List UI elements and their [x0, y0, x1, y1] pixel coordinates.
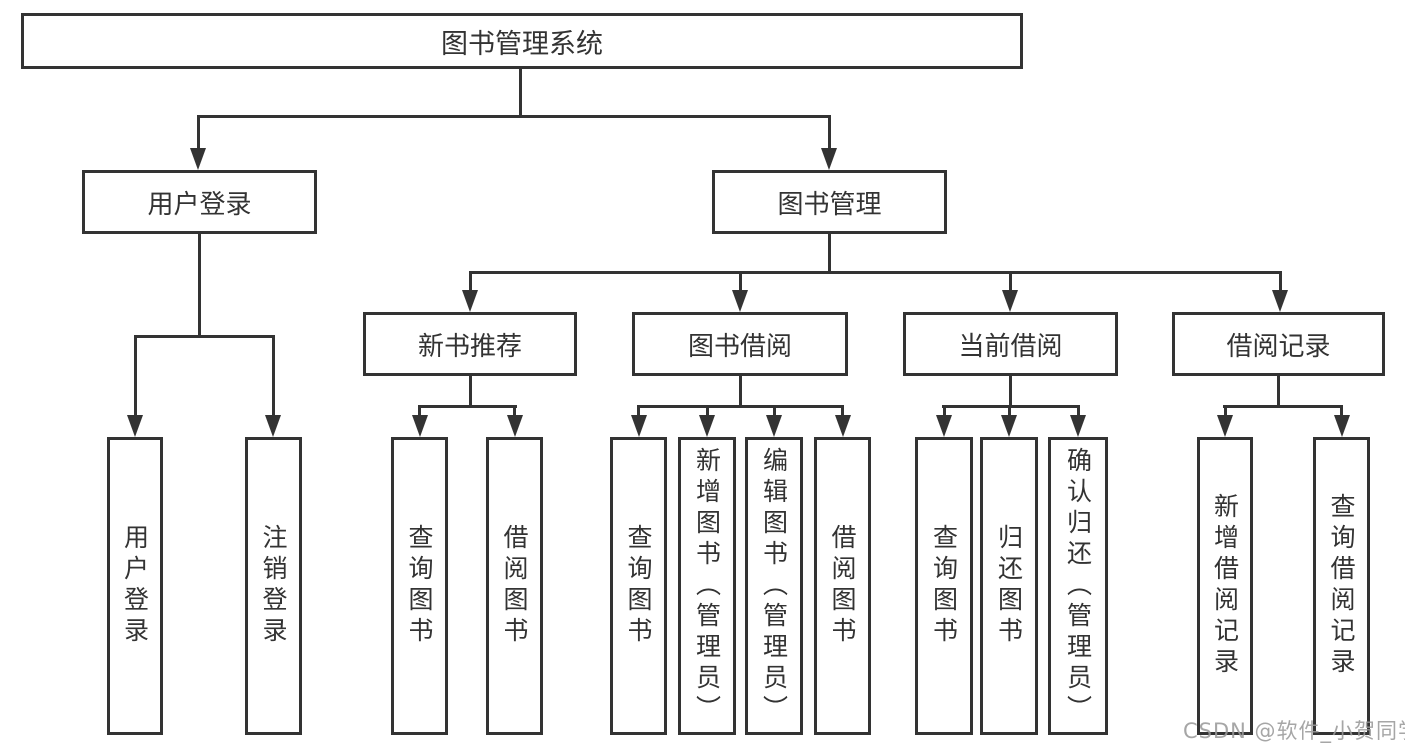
arrowhead-br-query [1334, 415, 1350, 437]
leaf-rec-query-books-label: 查询图书 [405, 524, 434, 648]
connector-current-borrow-down [1009, 376, 1012, 408]
connector-new-book-rail [418, 405, 517, 408]
leaf-rec-query-books: 查询图书 [391, 437, 448, 735]
connector-new-book-down [469, 376, 472, 408]
leaf-bb-borrow-books: 借阅图书 [814, 437, 871, 735]
leaf-br-query-record-label: 查询借阅记录 [1327, 493, 1356, 679]
connector-user-login-rail [134, 335, 275, 338]
leaf-bb-add-books-label: 新增图书（管理员） [692, 446, 722, 726]
leaf-cb-confirm-return-label: 确认归还（管理员） [1063, 446, 1093, 726]
connector-level3-rail [469, 271, 1281, 274]
node-new-book-recommend: 新书推荐 [363, 312, 577, 376]
connector-bb-edit-stem [773, 405, 776, 417]
arrowhead-cb-confirm [1070, 415, 1086, 437]
node-root: 图书管理系统 [21, 13, 1023, 69]
connector-root-stem [519, 69, 522, 117]
leaf-cb-confirm-return: 确认归还（管理员） [1048, 437, 1108, 735]
connector-cb-return-stem [1008, 405, 1011, 417]
connector-book-borrow-stem [739, 271, 742, 292]
connector-borrow-records-rail [1223, 405, 1343, 408]
watermark: CSDN @软件_小贺同学 [1183, 719, 1405, 743]
node-user-login: 用户登录 [82, 170, 317, 234]
connector-user-login-down [198, 234, 201, 337]
arrowhead-leaf-user-login [127, 415, 143, 437]
connector-bb-query-stem [637, 405, 640, 417]
leaf-logout-label: 注销登录 [259, 524, 288, 648]
arrowhead-user-login [190, 148, 206, 170]
arrowhead-book-management [821, 148, 837, 170]
leaf-user-login: 用户登录 [107, 437, 163, 735]
arrowhead-current-borrow [1002, 290, 1018, 312]
connector-current-borrow-stem [1009, 271, 1012, 292]
connector-borrow-records-down [1277, 376, 1280, 408]
arrowhead-borrow-records [1272, 290, 1288, 312]
connector-book-borrow-rail [637, 405, 844, 408]
leaf-rec-borrow-books: 借阅图书 [486, 437, 543, 735]
node-borrow-records: 借阅记录 [1172, 312, 1385, 376]
arrowhead-cb-return [1001, 415, 1017, 437]
connector-new-book-stem [469, 271, 472, 292]
connector-level2-rail [197, 115, 831, 118]
arrowhead-bb-query [631, 415, 647, 437]
node-user-login-label: 用户登录 [147, 189, 252, 220]
leaf-bb-add-books: 新增图书（管理员） [678, 437, 736, 735]
leaf-bb-edit-books-label: 编辑图书（管理员） [759, 446, 789, 726]
connector-leaf-user-login-stem [134, 335, 137, 417]
arrowhead-bb-edit [766, 415, 782, 437]
connector-rec-borrow-stem [513, 405, 516, 417]
leaf-bb-edit-books: 编辑图书（管理员） [745, 437, 803, 735]
leaf-cb-return-books: 归还图书 [980, 437, 1038, 735]
connector-cb-confirm-stem [1077, 405, 1080, 417]
connector-rec-query-stem [418, 405, 421, 417]
connector-cb-query-stem [943, 405, 946, 417]
connector-br-query-stem [1340, 405, 1343, 417]
arrowhead-bb-borrow [835, 415, 851, 437]
leaf-br-query-record: 查询借阅记录 [1313, 437, 1370, 735]
node-current-borrow: 当前借阅 [903, 312, 1118, 376]
node-book-management: 图书管理 [712, 170, 947, 234]
leaf-bb-query-books: 查询图书 [610, 437, 667, 735]
leaf-bb-borrow-books-label: 借阅图书 [828, 524, 857, 648]
leaf-bb-query-books-label: 查询图书 [624, 524, 653, 648]
node-borrow-records-label: 借阅记录 [1226, 331, 1331, 362]
leaf-cb-query-books-label: 查询图书 [929, 524, 959, 648]
arrowhead-rec-borrow [507, 415, 523, 437]
leaf-br-add-record-label: 新增借阅记录 [1210, 493, 1240, 679]
arrowhead-leaf-logout [265, 415, 281, 437]
arrowhead-br-add [1217, 415, 1233, 437]
connector-user-login-stem [197, 115, 200, 150]
connector-book-borrow-down [739, 376, 742, 408]
arrowhead-new-book-recommend [462, 290, 478, 312]
connector-current-borrow-rail [942, 405, 1080, 408]
leaf-br-add-record: 新增借阅记录 [1197, 437, 1253, 735]
arrowhead-rec-query [412, 415, 428, 437]
node-root-label: 图书管理系统 [441, 28, 603, 60]
leaf-logout: 注销登录 [245, 437, 302, 735]
connector-leaf-logout-stem [272, 335, 275, 417]
leaf-rec-borrow-books-label: 借阅图书 [500, 524, 529, 648]
arrowhead-book-borrow [732, 290, 748, 312]
connector-bb-add-stem [706, 405, 709, 417]
connector-book-management-stem [828, 115, 831, 150]
node-book-borrow-label: 图书借阅 [687, 331, 792, 362]
connector-book-management-down [828, 234, 831, 273]
leaf-cb-query-books: 查询图书 [915, 437, 973, 735]
leaf-cb-return-books-label: 归还图书 [994, 524, 1024, 648]
node-new-book-recommend-label: 新书推荐 [417, 331, 522, 362]
connector-borrow-records-stem [1279, 271, 1282, 292]
connector-bb-borrow-stem [841, 405, 844, 417]
node-book-borrow: 图书借阅 [632, 312, 848, 376]
node-current-borrow-label: 当前借阅 [958, 331, 1063, 362]
leaf-user-login-label: 用户登录 [120, 524, 150, 648]
connector-br-add-stem [1224, 405, 1227, 417]
arrowhead-cb-query [936, 415, 952, 437]
node-book-management-label: 图书管理 [777, 189, 882, 220]
arrowhead-bb-add [699, 415, 715, 437]
